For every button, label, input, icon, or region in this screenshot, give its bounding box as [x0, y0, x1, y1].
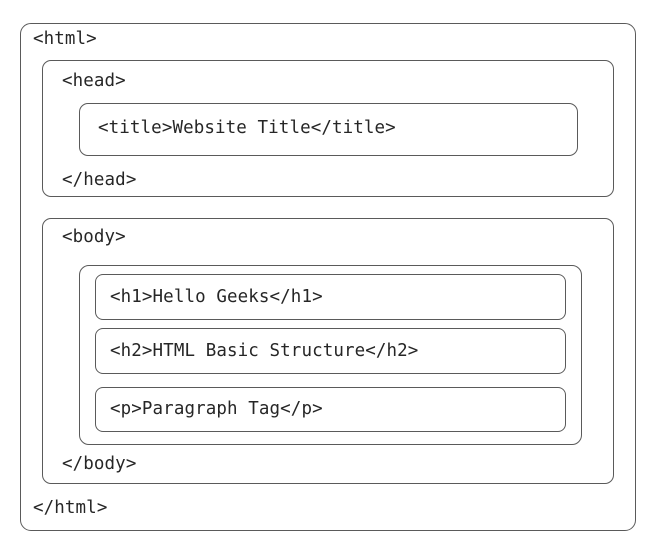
body-open-tag-label: <body> [62, 227, 126, 247]
h1-element-label: <h1>Hello Geeks</h1> [110, 287, 323, 307]
p-element-box [95, 387, 566, 432]
html-open-tag-label: <html> [33, 29, 97, 49]
h2-element-label: <h2>HTML Basic Structure</h2> [110, 341, 419, 361]
h2-element-box [95, 328, 566, 374]
head-open-tag-label: <head> [62, 71, 126, 91]
title-element-box [79, 103, 578, 156]
p-element-label: <p>Paragraph Tag</p> [110, 399, 323, 419]
body-close-tag-label: </body> [62, 454, 137, 474]
h1-element-box [95, 274, 566, 320]
title-element-label: <title>Website Title</title> [98, 118, 396, 138]
html-close-tag-label: </html> [33, 498, 108, 518]
head-close-tag-label: </head> [62, 170, 137, 190]
